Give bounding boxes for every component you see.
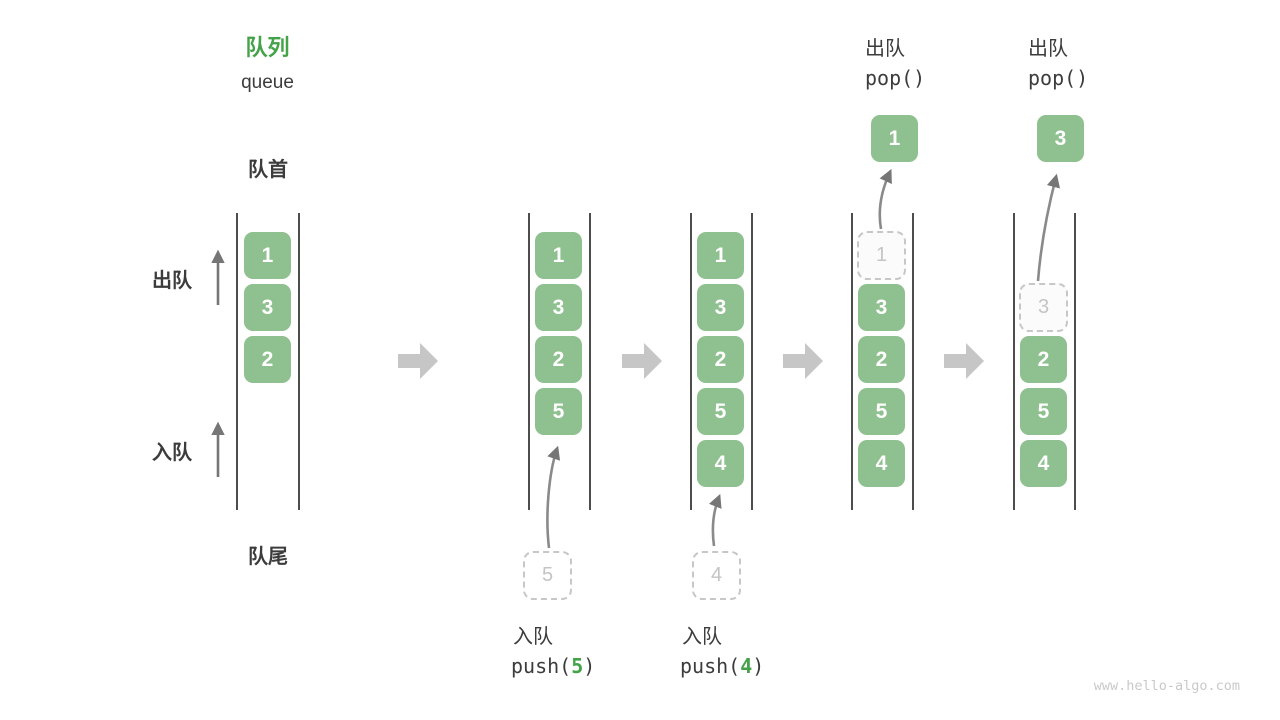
queue-element: 1 <box>535 232 582 279</box>
code-fn: push( <box>680 654 741 678</box>
dequeue-op-label: 出队 <box>865 38 905 60</box>
removed-element-ghost: 1 <box>857 231 906 280</box>
queue-element: 2 <box>697 336 744 383</box>
queue-element: 1 <box>244 232 291 279</box>
push-5-arrow <box>546 445 561 549</box>
queue-element: 2 <box>858 336 905 383</box>
code-close: ) <box>752 654 765 678</box>
queue-element: 2 <box>535 336 582 383</box>
queue-wall <box>528 213 530 510</box>
enqueue-op-label: 入队 <box>682 626 722 648</box>
queue-element: 5 <box>535 388 582 435</box>
code-arg: 5 <box>571 654 584 678</box>
queue-element: 3 <box>244 284 291 331</box>
dequeue-side-label: 出队 <box>152 270 192 292</box>
queue-wall <box>851 213 853 510</box>
code-arg: 4 <box>740 654 753 678</box>
pop-3-arrow <box>1036 173 1060 282</box>
incoming-element-ghost: 4 <box>692 551 741 600</box>
enqueue-side-label: 入队 <box>152 442 192 464</box>
enqueue-op-label: 入队 <box>513 626 553 648</box>
transition-arrow-1 <box>398 343 438 379</box>
dequeue-op-label: 出队 <box>1028 38 1068 60</box>
queue-wall <box>298 213 300 510</box>
queue-wall <box>1074 213 1076 510</box>
queue-rear-label: 队尾 <box>248 546 288 568</box>
queue-wall <box>690 213 692 510</box>
queue-element: 3 <box>535 284 582 331</box>
dequeue-op-code: pop() <box>865 66 926 90</box>
queue-wall <box>912 213 914 510</box>
queue-wall <box>751 213 753 510</box>
queue-element: 4 <box>1020 440 1067 487</box>
transition-arrow-3 <box>783 343 823 379</box>
enqueue-op-code: push(5) <box>511 654 595 678</box>
diagram-title-en: queue <box>241 72 294 93</box>
queue-element: 4 <box>697 440 744 487</box>
queue-element: 1 <box>697 232 744 279</box>
pop-1-arrow <box>878 168 892 230</box>
dequeue-op-code: pop() <box>1028 66 1089 90</box>
watermark: www.hello-algo.com <box>1093 678 1240 694</box>
transition-arrow-4 <box>944 343 984 379</box>
code-close: ) <box>583 654 596 678</box>
transition-arrow-2 <box>622 343 662 379</box>
popped-element: 3 <box>1037 115 1084 162</box>
code-fn: push( <box>511 654 572 678</box>
queue-wall <box>589 213 591 510</box>
queue-front-label: 队首 <box>248 159 288 181</box>
removed-element-ghost: 3 <box>1019 283 1068 332</box>
queue-element: 2 <box>244 336 291 383</box>
queue-element: 5 <box>697 388 744 435</box>
queue-element: 5 <box>1020 388 1067 435</box>
queue-element: 2 <box>1020 336 1067 383</box>
incoming-element-ghost: 5 <box>523 551 572 600</box>
queue-element: 4 <box>858 440 905 487</box>
push-4-arrow <box>708 493 722 547</box>
popped-element: 1 <box>871 115 918 162</box>
diagram-title-zh: 队列 <box>245 35 290 60</box>
queue-wall <box>1013 213 1015 510</box>
queue-element: 3 <box>697 284 744 331</box>
queue-element: 3 <box>858 284 905 331</box>
enqueue-op-code: push(4) <box>680 654 764 678</box>
queue-element: 5 <box>858 388 905 435</box>
queue-wall <box>236 213 238 510</box>
